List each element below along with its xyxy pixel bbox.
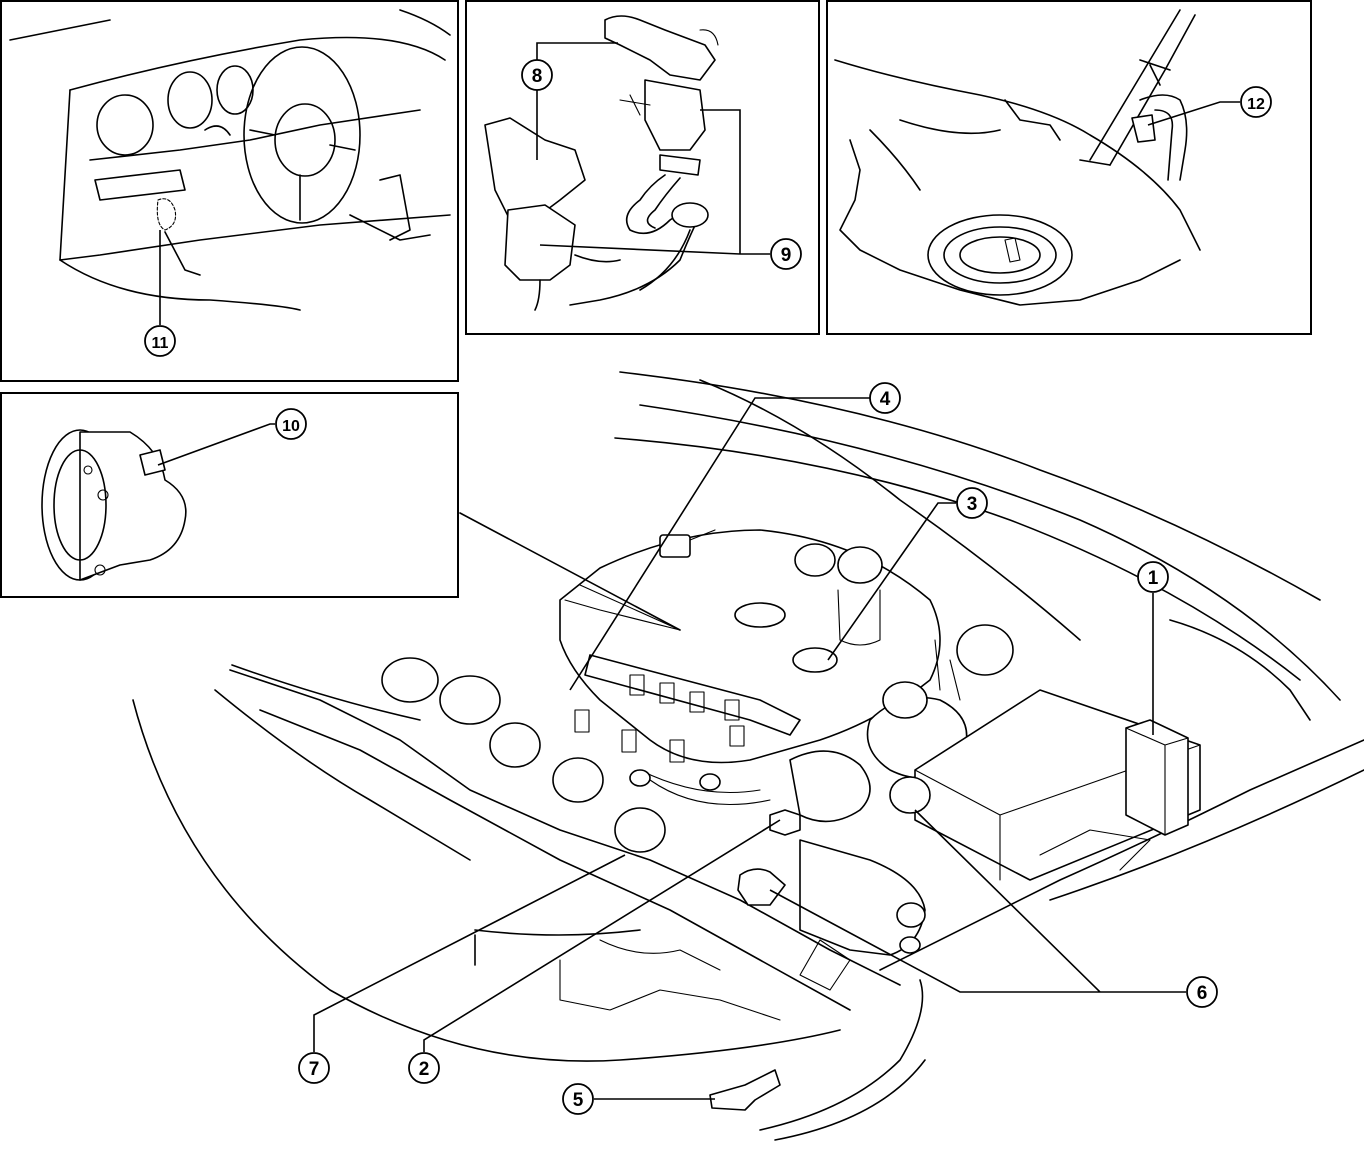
inset-fuel-tank (826, 0, 1312, 335)
callout-1-label: 1 (1148, 568, 1159, 589)
callout-1: 1 (1137, 561, 1169, 593)
callout-3: 3 (956, 487, 988, 519)
callout-10: 10 (275, 408, 307, 440)
inset-compressor (0, 392, 459, 598)
callout-11-label: 11 (152, 335, 169, 352)
callout-9: 9 (770, 238, 802, 270)
callout-2: 2 (408, 1052, 440, 1084)
callout-12: 12 (1240, 86, 1272, 118)
callout-7-label: 7 (309, 1059, 320, 1080)
callout-2-label: 2 (419, 1059, 430, 1080)
callout-8-label: 8 (532, 66, 543, 87)
callout-10-label: 10 (282, 418, 300, 435)
callout-9-label: 9 (781, 245, 792, 266)
callout-11: 11 (144, 325, 176, 357)
inset-exhaust (465, 0, 820, 335)
callout-4: 4 (869, 382, 901, 414)
engine-bay-illustration (132, 371, 1364, 1141)
inset-dashboard (0, 0, 459, 382)
callout-12-label: 12 (1247, 96, 1265, 113)
callout-6-label: 6 (1197, 983, 1208, 1004)
callout-6: 6 (1186, 976, 1218, 1008)
callout-8: 8 (521, 59, 553, 91)
callout-4-label: 4 (880, 389, 891, 410)
callout-3-label: 3 (967, 494, 978, 515)
leader-lines (157, 42, 1240, 1100)
callout-5: 5 (562, 1083, 594, 1115)
callout-7: 7 (298, 1052, 330, 1084)
callout-5-label: 5 (573, 1090, 584, 1111)
